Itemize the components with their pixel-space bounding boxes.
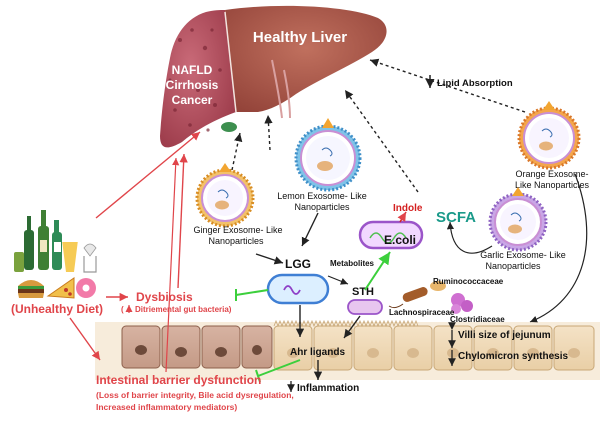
burger-icon <box>18 280 44 286</box>
ahr-ligands-label: Ahr ligands <box>290 347 345 358</box>
gallbladder <box>221 122 237 132</box>
cirrhosis-label: Cirrhosis <box>166 78 219 92</box>
liver-healthy-lobe <box>225 5 387 112</box>
healthy-cells <box>273 325 595 371</box>
dysbiosis-to-liver-arrow <box>177 153 188 289</box>
scfa-label: SCFA <box>436 209 476 226</box>
ecoli-label: E.coli <box>384 233 416 247</box>
lemon-to-lgg-arrow <box>301 212 319 247</box>
liver-nodules <box>168 28 222 132</box>
microvilli-border <box>273 319 419 328</box>
barrier-sub-label-2: Increased inflammatory mediators) <box>96 402 237 412</box>
healthy-liver-label: Healthy Liver <box>253 29 347 46</box>
hepatic-vessel <box>271 59 291 119</box>
ginger-nanoparticle: Ginger Exosome- Like Nanoparticles <box>193 163 283 246</box>
villi-label: Villi size of jejunum <box>458 330 551 341</box>
pizza-icon <box>46 277 75 299</box>
lgg-metabolites-arrow <box>327 275 349 285</box>
lachnospiraceae-label: Lachnospiraceae <box>389 308 455 317</box>
garlic-label-1: Garlic Exosome- Like <box>480 250 566 260</box>
barrier-sub-label-1: (Loss of barrier integrity, Bile acid dy… <box>96 390 294 400</box>
garlic-to-scfa-arrow <box>446 221 493 254</box>
liver-divider <box>224 11 237 113</box>
garlic-label-2: Nanoparticles <box>485 261 541 271</box>
lgg-inhibits-dysbiosis <box>235 289 269 301</box>
orange-label-1: Orange Exosome- <box>515 169 588 179</box>
liver-diseased-lobe <box>160 10 236 148</box>
lgg-label: LGG <box>285 257 311 271</box>
lemon-label-2: Nanoparticles <box>294 202 350 212</box>
garlic-nanoparticle: Garlic Exosome- Like Nanoparticles <box>480 187 566 271</box>
dashed-arrow-scfa <box>344 89 419 193</box>
sth-to-ecoli-arrow <box>364 251 391 291</box>
metabolites-label: Metabolites <box>330 259 375 268</box>
dysbiosis-sub-label: Ditriemental gut bacteria) <box>135 305 232 314</box>
dashed-arrow-lemon <box>264 114 273 151</box>
lipid-absorption: Lipid Absorption <box>425 75 513 89</box>
sth-to-ahr-arrow <box>343 315 361 339</box>
orange-to-villi-arrow <box>529 173 588 323</box>
ginger-label-1: Ginger Exosome- Like <box>193 225 282 235</box>
diet-to-barrier-arrow <box>69 317 101 361</box>
indole-label: Indole <box>393 203 423 214</box>
liver: Healthy Liver NAFLD Cirrhosis Cancer <box>160 5 387 148</box>
chylomicron-label: Chylomicron synthesis <box>458 351 568 362</box>
inflammation-label: Inflammation <box>297 383 359 394</box>
dysbiosis-sub-prefix: ( <box>121 305 124 314</box>
dashed-arrow-ginger <box>231 132 243 171</box>
unhealthy-food-cluster <box>14 210 97 299</box>
orange-nanoparticle: Orange Exosome- Like Nanoparticles <box>515 101 590 190</box>
nafld-label: NAFLD <box>172 63 213 77</box>
lemon-label-1: Lemon Exosome- Like <box>277 191 367 201</box>
gut-bacteria-cluster <box>388 281 473 314</box>
ginger-to-lgg-arrow <box>255 253 284 265</box>
lgg-bacterium <box>266 273 330 305</box>
ginger-label-2: Nanoparticles <box>208 236 264 246</box>
unhealthy-diet-label: (Unhealthy Diet) <box>11 302 103 316</box>
lemon-nanoparticle: Lemon Exosome- Like Nanoparticles <box>277 118 367 212</box>
clostridiaceae-label: Clostridiaceae <box>450 315 505 324</box>
cancer-label: Cancer <box>172 93 213 107</box>
damaged-cells <box>121 325 273 369</box>
ruminococcaceae-label: Ruminococcaceae <box>433 277 504 286</box>
barrier-to-liver-arrow <box>165 157 180 373</box>
ahr-inhibits-barrier <box>255 359 301 383</box>
dysbiosis-label: Dysbiosis <box>136 290 193 304</box>
ecoli-bacterium <box>358 211 424 250</box>
sth-label: STH <box>352 286 374 298</box>
diet-to-liver-arrow <box>95 131 201 219</box>
lipid-absorption-label: Lipid Absorption <box>437 78 513 89</box>
barrier-title-label: Intestinal barrier dysfunction <box>96 373 261 387</box>
ecoli-to-indole-arrow <box>397 211 407 223</box>
sth-bacterium <box>347 299 383 315</box>
orange-label-2: Like Nanoparticles <box>515 180 590 190</box>
dashed-arrows <box>231 58 526 193</box>
